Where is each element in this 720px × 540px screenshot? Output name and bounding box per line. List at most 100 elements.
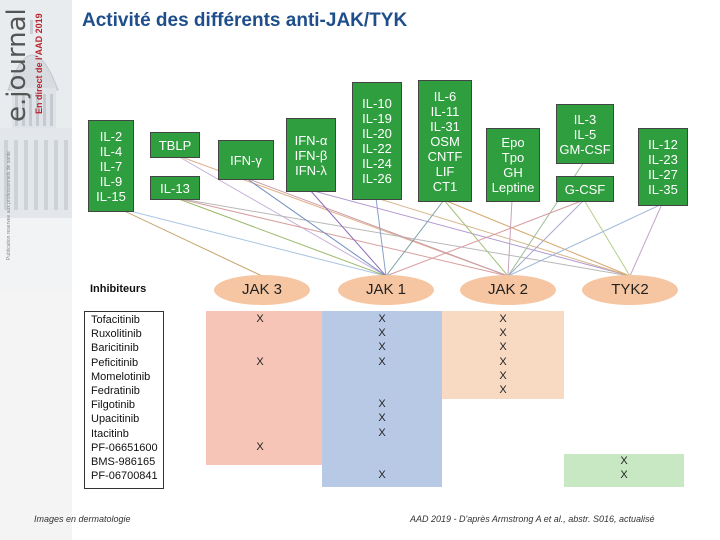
cytokine-label: IL-13 — [160, 180, 190, 196]
cytokine-label: IL-11 — [430, 103, 460, 119]
link-il13-jak1 — [175, 197, 387, 277]
link-gcsf-jak2 — [507, 199, 585, 277]
link-gp130-tyk2 — [443, 199, 631, 277]
kinase-jak2: JAK 2 — [460, 275, 556, 305]
cytokine-label: IL-23 — [648, 152, 678, 167]
inhibitor-name: PF-06700841 — [91, 470, 158, 483]
cytokine-label: OSM — [430, 133, 460, 149]
link-gp130-jak1 — [385, 199, 445, 277]
cytokine-box-gcsf: G-CSF — [556, 176, 614, 202]
activity-mark: X — [499, 313, 507, 325]
cytokine-label: Epo — [501, 135, 525, 150]
link-il10-jak1 — [375, 197, 387, 277]
cytokine-label: IL-6 — [433, 88, 457, 104]
band-jak3 — [206, 311, 322, 465]
activity-mark: X — [256, 313, 264, 325]
footer-source-left: Images en dermatologie — [34, 514, 131, 524]
activity-mark: X — [499, 327, 507, 340]
activity-mark: X — [378, 412, 386, 425]
cytokine-label: CT1 — [432, 178, 458, 194]
cytokine-label: IL-4 — [99, 143, 123, 159]
cytokine-label: IFN-λ — [295, 162, 327, 178]
link-il13-jak2 — [175, 197, 509, 277]
cytokine-label: IL-35 — [648, 182, 678, 197]
activity-mark: X — [378, 398, 386, 411]
inhibitors-heading: Inhibiteurs — [90, 283, 147, 295]
capitol-building-image — [0, 0, 72, 290]
cytokine-box-ifn-gamma: IFN-γ — [218, 140, 274, 180]
cytokine-label: Tpo — [501, 150, 525, 165]
cytokine-label: IL-3 — [573, 111, 597, 127]
cytokine-label: IL-2 — [99, 128, 123, 144]
link-gcsf-jak1 — [385, 199, 585, 277]
inhibitor-name: Fedratinib — [91, 385, 140, 397]
cytokine-label: IL-31 — [430, 118, 460, 134]
activity-mark: X — [378, 313, 386, 325]
link-ifn1-tyk2 — [309, 189, 631, 277]
cytokine-label: Leptine — [491, 180, 535, 195]
link-il10-tyk2 — [375, 197, 631, 277]
activity-mark: X — [499, 369, 507, 382]
cytokine-label: IL-20 — [362, 126, 392, 141]
inhibitor-name: Tofacitinib — [91, 314, 140, 326]
inhibitor-name: Baricitinib — [91, 342, 139, 355]
inhibitor-name: BMS-986165 — [91, 456, 156, 468]
link-ifng-jak1 — [245, 177, 387, 277]
cytokine-label: G-CSF — [564, 181, 606, 197]
activity-mark: X — [256, 355, 264, 368]
activity-mark: X — [620, 455, 628, 467]
cytokine-box-tslp: TBLP — [150, 132, 200, 158]
cytokine-label: IL-24 — [362, 156, 392, 171]
inhibitor-name: Peficitinib — [91, 356, 139, 369]
cytokine-label: IL-27 — [648, 167, 678, 182]
inhibitor-name: Ruxolitinib — [91, 328, 142, 341]
footer-reference: AAD 2019 - D'après Armstrong A et al., a… — [410, 514, 655, 524]
activity-mark: X — [499, 384, 507, 396]
kinase-jak3: JAK 3 — [214, 275, 310, 305]
inhibitor-name: Momelotinib — [91, 370, 151, 383]
page-title: Activité des différents anti-JAK/TYK — [82, 10, 408, 31]
kinase-tyk2: TYK2 — [582, 275, 678, 305]
band-jak1 — [322, 311, 442, 487]
cytokine-label: IL-12 — [648, 137, 678, 152]
activity-mark: X — [256, 440, 264, 453]
brand-strip: e.journal En direct de l'AAD 2019 Public… — [0, 0, 72, 540]
inhibitor-name: Upacitinib — [91, 413, 140, 426]
link-epo-jak2 — [507, 199, 513, 277]
cytokine-label: TBLP — [158, 137, 192, 153]
cytokine-label: IFN-β — [294, 147, 328, 163]
activity-mark: X — [378, 341, 386, 354]
link-ifng-jak2 — [245, 177, 509, 277]
cytokine-label: CNTF — [427, 148, 463, 164]
band-tyk2 — [564, 454, 684, 487]
cytokine-label: IL-10 — [362, 96, 392, 111]
cytokine-label: GH — [503, 165, 523, 180]
activity-mark: X — [499, 355, 507, 368]
cytokine-box-il13: IL-13 — [150, 176, 200, 200]
activity-mark: X — [378, 327, 386, 340]
kinase-jak1: JAK 1 — [338, 275, 434, 305]
link-tslp-jak1 — [175, 154, 387, 277]
link-gc-jak1 — [117, 207, 387, 277]
inhibitor-name: PF-06651600 — [91, 441, 158, 454]
cytokine-label: GM-CSF — [559, 141, 611, 157]
inhibitor-name: Filgotinib — [91, 399, 136, 412]
cytokine-label: LIF — [435, 163, 455, 179]
cytokine-label: IL-26 — [362, 171, 392, 186]
cytokine-label: IFN-α — [294, 132, 328, 148]
cytokine-label: IL-9 — [99, 173, 123, 189]
activity-mark: X — [620, 469, 628, 482]
link-ifn1-jak1 — [309, 189, 387, 277]
link-gcsf-tyk2 — [583, 199, 631, 277]
activity-mark: X — [378, 469, 386, 482]
inhibitor-name: Itacitinb — [91, 427, 129, 440]
cytokine-label: IL-19 — [362, 111, 392, 126]
activity-mark: X — [378, 355, 386, 368]
cytokine-label: IFN-γ — [230, 152, 262, 168]
